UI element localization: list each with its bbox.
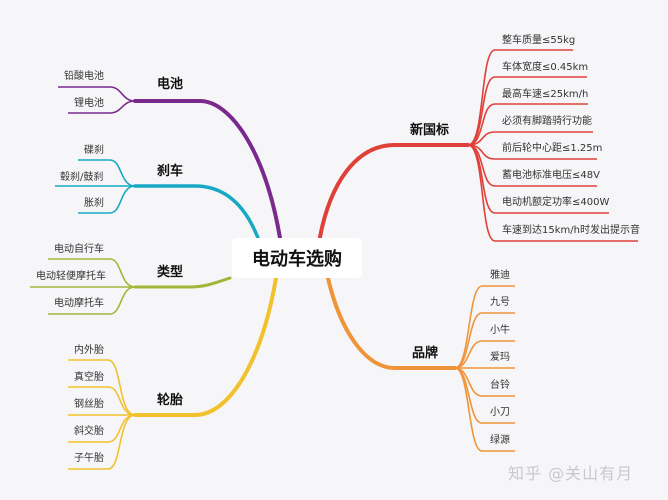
standard-leaf-links (467, 49, 638, 242)
branch-link-tire (133, 276, 278, 417)
leaf-brand-0[interactable]: 雅迪 (490, 270, 510, 281)
leaf-brake-2[interactable]: 胀刹 (84, 198, 104, 209)
leaf-brand-6[interactable]: 绿源 (490, 435, 510, 446)
branch-link-type (133, 276, 232, 289)
type-leaf-links (30, 258, 136, 315)
leaf-tire-2[interactable]: 钢丝胎 (74, 399, 104, 410)
branch-type[interactable]: 类型 (157, 265, 184, 280)
leaf-tire-0[interactable]: 内外胎 (74, 345, 104, 356)
branch-link-brake (133, 184, 260, 240)
branch-link-brand (326, 276, 457, 370)
branch-link-standard (318, 143, 470, 239)
branch-link-battery (133, 99, 282, 240)
leaf-brand-4[interactable]: 台铃 (490, 380, 510, 391)
leaf-type-2[interactable]: 电动摩托车 (54, 298, 104, 309)
leaf-brake-1[interactable]: 毂刹/鼓刹 (60, 172, 104, 183)
branch-brand[interactable]: 品牌 (412, 346, 439, 361)
leaf-battery-0[interactable]: 铅酸电池 (64, 71, 104, 82)
leaf-standard-2[interactable]: 最高车速≤25km/h (502, 89, 589, 100)
leaf-standard-4[interactable]: 前后轮中心距≤1.25m (502, 143, 603, 154)
branch-brake[interactable]: 刹车 (157, 164, 184, 179)
watermark: 知乎 @关山有月 (508, 464, 634, 483)
leaf-standard-6[interactable]: 电动机额定功率≤400W (502, 197, 610, 208)
leaf-brake-0[interactable]: 碟刹 (84, 145, 104, 156)
leaf-standard-0[interactable]: 整车质量≤55kg (502, 35, 576, 46)
leaf-type-0[interactable]: 电动自行车 (54, 244, 104, 255)
leaf-brand-3[interactable]: 爱玛 (490, 352, 510, 363)
branch-battery[interactable]: 电池 (157, 77, 184, 92)
leaf-brand-5[interactable]: 小刀 (490, 407, 510, 418)
leaf-standard-3[interactable]: 必须有脚踏骑行功能 (502, 116, 592, 127)
brake-leaf-links (55, 159, 136, 214)
brand-leaf-links (454, 285, 515, 452)
leaf-standard-5[interactable]: 蓄电池标准电压≤48V (502, 170, 600, 181)
battery-leaf-links (58, 86, 136, 114)
leaf-standard-7[interactable]: 车速到达15km/h时发出提示音 (502, 225, 640, 236)
branch-tire[interactable]: 轮胎 (157, 393, 184, 408)
leaf-type-1[interactable]: 电动轻便摩托车 (36, 271, 106, 282)
leaf-brand-2[interactable]: 小牛 (490, 325, 510, 336)
tire-leaf-links (68, 359, 136, 470)
leaf-tire-1[interactable]: 真空胎 (74, 372, 104, 383)
leaf-tire-3[interactable]: 斜交胎 (74, 426, 104, 437)
leaf-standard-1[interactable]: 车体宽度≤0.45km (502, 62, 589, 73)
leaf-battery-1[interactable]: 锂电池 (74, 98, 104, 109)
leaf-brand-1[interactable]: 九号 (490, 297, 510, 308)
leaf-tire-4[interactable]: 子午胎 (74, 453, 104, 464)
branch-standard[interactable]: 新国标 (410, 123, 450, 138)
root-label: 电动车选购 (252, 249, 342, 270)
root-node[interactable]: 电动车选购 (232, 238, 362, 278)
